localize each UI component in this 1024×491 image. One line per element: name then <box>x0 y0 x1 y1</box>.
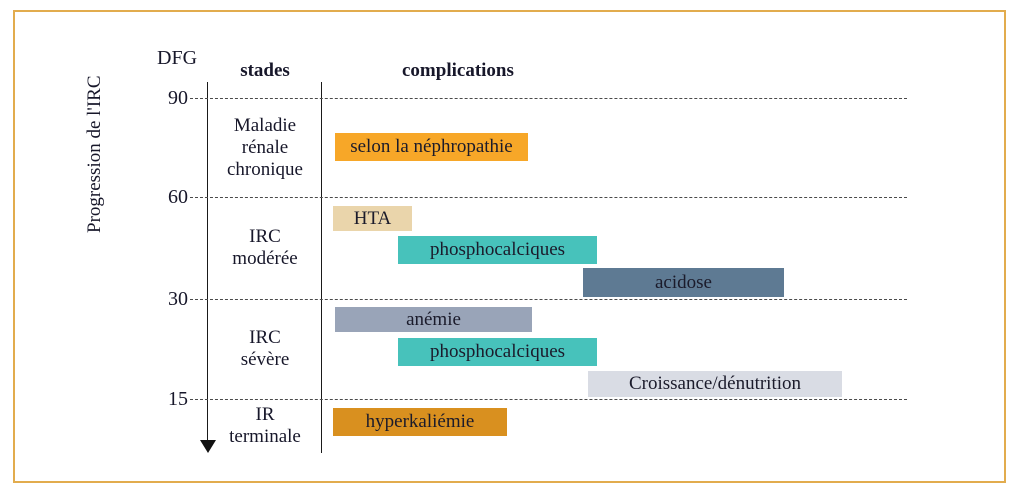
stage-label-line: IR <box>255 404 275 425</box>
stage-label-line: sévère <box>240 349 290 370</box>
dfg-gridline <box>190 197 907 198</box>
stage-label-line: rénale <box>241 136 289 158</box>
stage-label-line: chronique <box>227 158 303 180</box>
stades-column-divider <box>321 82 322 453</box>
stage-label-line: Maladie <box>233 114 297 136</box>
dfg-axis-line <box>207 82 208 440</box>
column-header-stades: stades <box>240 60 290 81</box>
dfg-tick-label: 60 <box>168 186 188 208</box>
complication-bar: phosphocalciques <box>398 236 597 264</box>
dfg-tick-label: 30 <box>168 288 188 310</box>
stage-label-line: terminale <box>229 426 301 447</box>
column-header-complications: complications <box>402 60 514 81</box>
axis-arrow-down-icon <box>200 440 216 453</box>
complication-bar: acidose <box>583 268 784 297</box>
complication-bar: Croissance/dénutrition <box>588 371 842 397</box>
stage-label-line: IRC <box>249 226 281 247</box>
dfg-gridline <box>190 399 907 400</box>
dfg-axis-title: DFG <box>157 47 198 69</box>
complication-bar: anémie <box>335 307 532 332</box>
complication-bar: selon la néphropathie <box>335 133 528 161</box>
complication-bar: HTA <box>333 206 412 231</box>
dfg-tick-label: 15 <box>168 388 188 410</box>
complication-bar: phosphocalciques <box>398 338 597 366</box>
dfg-gridline <box>190 299 907 300</box>
dfg-tick-label: 90 <box>168 87 188 109</box>
complication-bar: hyperkaliémie <box>333 408 507 436</box>
stage-label-line: IRC <box>249 327 281 348</box>
dfg-gridline <box>190 98 907 99</box>
stage-label-line: modérée <box>232 248 298 269</box>
